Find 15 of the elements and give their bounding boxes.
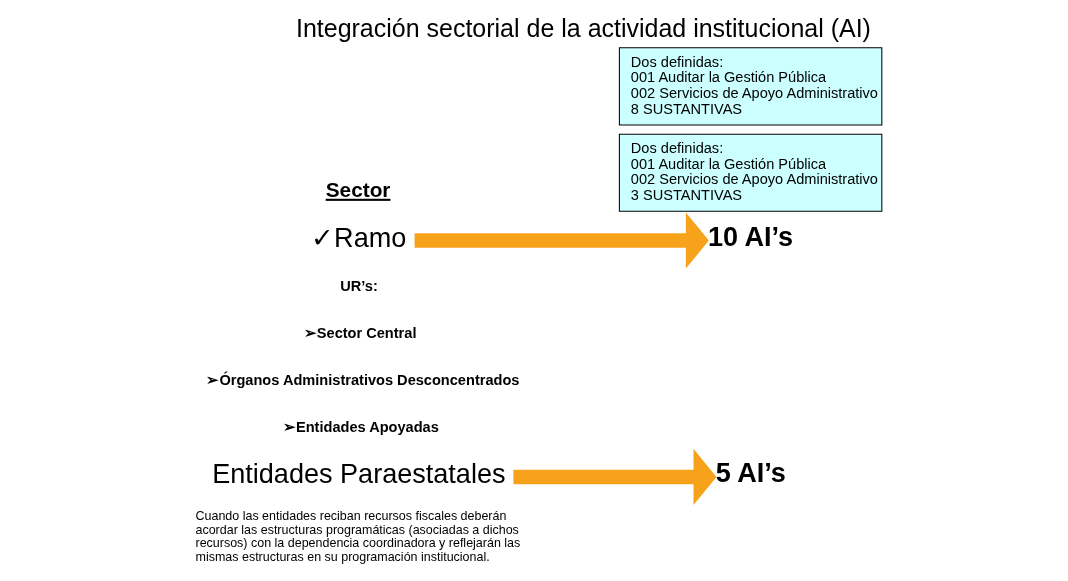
node-text: 10 AI’s: [707, 221, 793, 253]
label: ➢Sector Central: [303, 325, 416, 342]
node-box: Dos definidas: 001 Auditar la Gestión Pública 002 Servicios de Apoyo Administrativo 3 SUSTANTIVAS: [618, 133, 882, 212]
node-text: 5 AI’s: [715, 457, 786, 489]
label: Sector: [325, 177, 390, 201]
label: UR’s:: [339, 278, 378, 295]
label: ➢Entidades Apoyadas: [282, 418, 439, 435]
arrow: [414, 212, 709, 269]
diagram-title: Integración sectorial de la actividad institucional (AI): [295, 13, 871, 42]
node-text: ✓Ramo: [310, 222, 406, 254]
node-box: Dos definidas: 001 Auditar la Gestión Pública 002 Servicios de Apoyo Administrativo 8 SUSTANTIVAS: [618, 47, 882, 126]
node-text: Entidades Paraestatales: [211, 458, 506, 490]
label: Cuando las entidades reciban recursos fiscales deberán acordar las estructuras programáticas (asociadas a dichos recursos) con la dependencia coordinadora y reflejarán las mismas estructuras en su programación institucional.: [195, 509, 520, 564]
label: ➢Órganos Administrativos Desconcentrados: [205, 371, 519, 388]
arrow: [512, 448, 716, 506]
